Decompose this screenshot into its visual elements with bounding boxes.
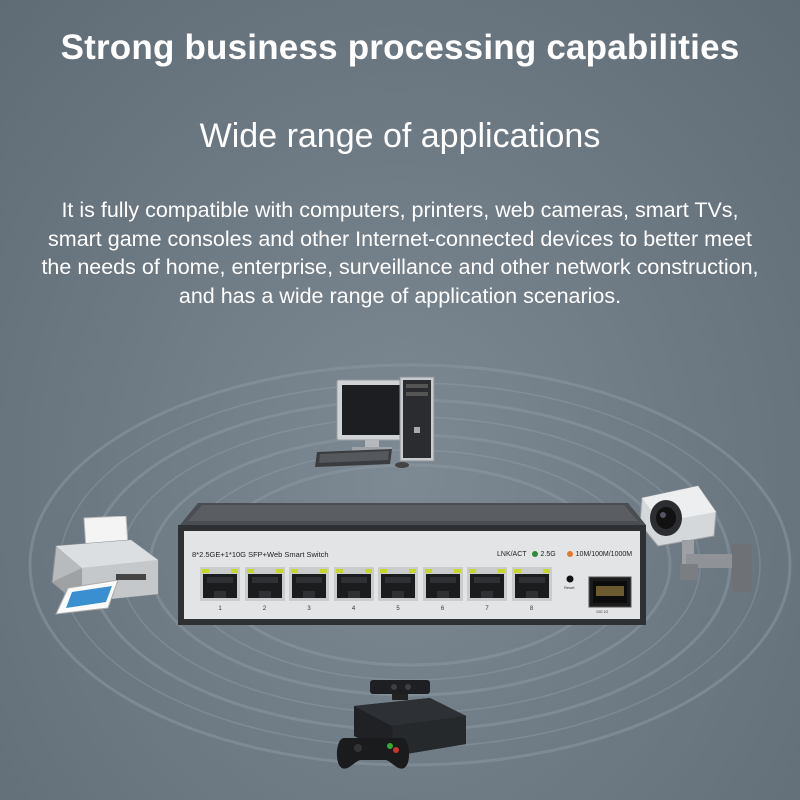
port-number-label: 2 bbox=[262, 606, 267, 612]
port-number-label: 3 bbox=[307, 606, 311, 612]
led-legend: LNK/ACT 2.5G 10M/100M/1000M bbox=[497, 551, 635, 558]
port-number-label: 1 bbox=[218, 606, 222, 612]
game-console-icon bbox=[336, 680, 466, 769]
rj45-port-icon bbox=[244, 567, 285, 601]
network-switch bbox=[178, 503, 646, 625]
rj45-port-icon bbox=[200, 567, 240, 601]
green-led-icon bbox=[531, 551, 538, 557]
security-camera-icon bbox=[639, 485, 752, 592]
legend-lnk: LNK/ACT bbox=[497, 551, 527, 558]
rj45-port-icon bbox=[422, 567, 463, 601]
switch-model-label: 8*2.5GE+1*10G SFP+Web Smart Switch bbox=[192, 550, 329, 559]
port-number-label: 4 bbox=[351, 606, 356, 612]
printer-icon bbox=[51, 516, 159, 615]
rj45-port-icon bbox=[467, 567, 507, 601]
legend-speed-orange: 10M/100M/1000M bbox=[575, 551, 633, 558]
computer-icon bbox=[315, 376, 435, 468]
rj45-port-icon bbox=[289, 567, 329, 601]
rj45-port-icon bbox=[511, 567, 552, 601]
rj45-port-icon bbox=[378, 567, 418, 601]
rj45-port-icon bbox=[333, 567, 374, 601]
body-text: It is fully compatible with computers, p… bbox=[41, 198, 759, 308]
port-number-label: 7 bbox=[485, 606, 489, 612]
sfp-speed-label: 10G 1G bbox=[596, 610, 609, 614]
port-number-label: 5 bbox=[396, 606, 400, 612]
sfp-port-icon bbox=[588, 576, 632, 608]
port-number-label: 6 bbox=[440, 606, 445, 612]
subhead: Wide range of applications bbox=[199, 117, 601, 155]
reset-label: Reset bbox=[564, 585, 575, 590]
port-number-label: 8 bbox=[529, 606, 534, 612]
legend-speed-green: 2.5G bbox=[540, 551, 556, 558]
reset-button-icon bbox=[566, 575, 574, 583]
headline: Strong business processing capabilities bbox=[60, 28, 740, 67]
orange-led-icon bbox=[566, 551, 573, 557]
